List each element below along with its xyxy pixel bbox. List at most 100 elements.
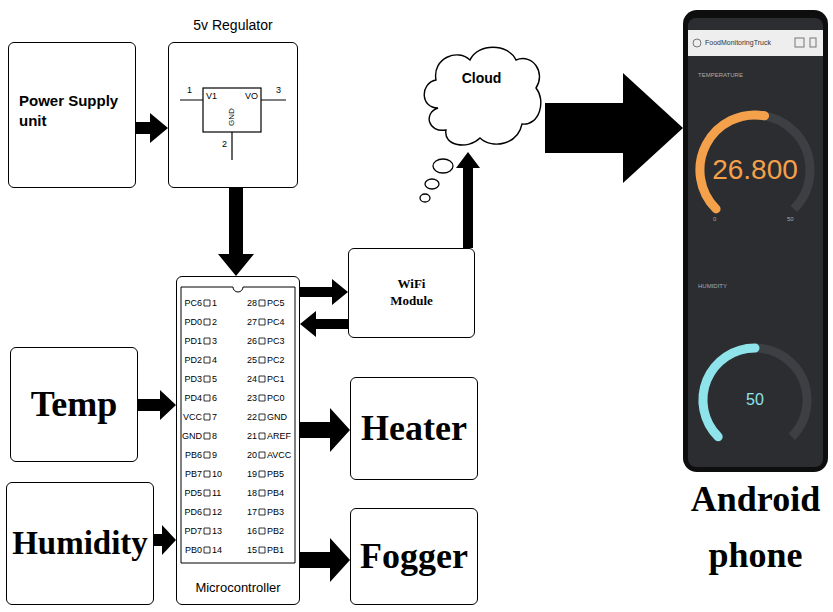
pin-number: 22	[241, 412, 257, 423]
box-label: WiFi Module	[382, 276, 442, 310]
pin-number: 21	[241, 431, 257, 442]
pin-name: PD7	[182, 526, 202, 537]
regulator-leads	[180, 100, 286, 160]
box-label: Humidity	[12, 525, 148, 561]
pin-name: PD3	[182, 374, 202, 385]
gauge-scale: 0	[713, 216, 716, 222]
pin-name: PD2	[182, 355, 202, 366]
pin-number: 17	[241, 507, 257, 518]
pin-number: 14	[212, 545, 222, 556]
pin-name: PD6	[182, 507, 202, 518]
flow-arrow	[300, 408, 350, 452]
phone-screen	[688, 18, 823, 467]
cloud-shape: Cloud	[418, 38, 545, 152]
flow-arrow	[300, 279, 348, 305]
terminal-number: 2	[222, 140, 227, 149]
pin-number: 28	[241, 298, 257, 309]
pin-name: AVCC	[267, 450, 291, 461]
cloud-shape	[424, 47, 541, 145]
thought-bubble	[433, 159, 453, 173]
pin-name: PB2	[267, 526, 284, 537]
pin-name: GND	[182, 431, 202, 442]
box-label: Fogger	[360, 537, 468, 577]
process-box: Power Supply unit	[8, 42, 136, 188]
thought-bubble	[425, 179, 439, 189]
box-label: Power Supply unit	[19, 91, 127, 132]
flow-arrow	[154, 525, 176, 555]
pin-number: 10	[212, 469, 222, 480]
flow-arrow	[300, 538, 350, 582]
pin-number: 12	[212, 507, 222, 518]
pin-number: 8	[212, 431, 217, 442]
pin-name: PD5	[182, 488, 202, 499]
pin-number: 16	[241, 526, 257, 537]
pin-number: 19	[241, 469, 257, 480]
app-icon	[795, 38, 804, 47]
pin-number: 6	[212, 393, 217, 404]
gauge-track	[703, 348, 807, 437]
flow-arrow	[136, 113, 168, 143]
pin-name: PC6	[182, 298, 202, 309]
flow-arrow	[456, 152, 480, 248]
pin-number: 5	[212, 374, 217, 385]
box-label: Microcontroller	[177, 580, 299, 595]
terminal-number: 1	[187, 86, 192, 95]
pin-number: 26	[241, 336, 257, 347]
pin-number: 27	[241, 317, 257, 328]
box-label: Cloud	[418, 70, 545, 86]
pin-name: PB3	[267, 507, 284, 518]
pin-number: 2	[212, 317, 217, 328]
pin-name: AREF	[267, 431, 291, 442]
terminal-number: 3	[276, 86, 281, 95]
pin-number: 23	[241, 393, 257, 404]
actuator-box: Heater	[350, 377, 478, 480]
sensor-box: Temp	[10, 347, 138, 462]
pin-name: PC0	[267, 393, 285, 404]
gauge-value: 50	[746, 392, 764, 408]
pin-name: VCC	[182, 412, 202, 423]
chip-outline	[181, 287, 295, 563]
pin-name: PB5	[267, 469, 284, 480]
phone-device: Android phone	[683, 10, 828, 605]
thought-bubble	[420, 194, 430, 202]
pin-number: 20	[241, 450, 257, 461]
pin-name: PB6	[182, 450, 202, 461]
box-label: Temp	[31, 385, 118, 425]
pin-name: PC2	[267, 355, 285, 366]
box-label: Heater	[361, 409, 467, 449]
pin-name: PD4	[182, 393, 202, 404]
pin-name: PB4	[267, 488, 284, 499]
pin-name: PB0	[182, 545, 202, 556]
screen-title: FoodMonitoringTruck	[705, 39, 771, 46]
pin-name: PC5	[267, 298, 285, 309]
sensor-box: Humidity	[6, 482, 154, 605]
cloud-outline	[418, 38, 545, 152]
terminal-name: VO	[245, 92, 258, 101]
flow-arrow	[218, 188, 254, 276]
flow-arrow	[300, 311, 348, 337]
app-bar	[688, 30, 823, 56]
pin-name: PD1	[182, 336, 202, 347]
pin-number: 4	[212, 355, 217, 366]
terminal-name: V1	[206, 92, 217, 101]
pin-squares	[204, 300, 265, 553]
pin-number: 3	[212, 336, 217, 347]
box-label: Android phone	[679, 472, 832, 584]
pin-number: 11	[212, 488, 221, 499]
app-icon	[810, 38, 816, 47]
pin-number: 9	[212, 450, 217, 461]
flow-arrow	[138, 390, 176, 420]
pin-number: 13	[212, 526, 222, 537]
app-icon	[693, 39, 701, 47]
screen-text: HUMIDITY	[698, 283, 727, 289]
phone-body	[683, 10, 828, 472]
gauge-value: 26.800	[712, 156, 798, 184]
screen-text: TEMPERATURE	[698, 72, 743, 78]
gauge-track	[700, 115, 810, 209]
regulator-symbol	[203, 88, 261, 132]
pin-number: 18	[241, 488, 257, 499]
pin-name: PB1	[267, 545, 284, 556]
box-label: 5v Regulator	[159, 17, 307, 33]
